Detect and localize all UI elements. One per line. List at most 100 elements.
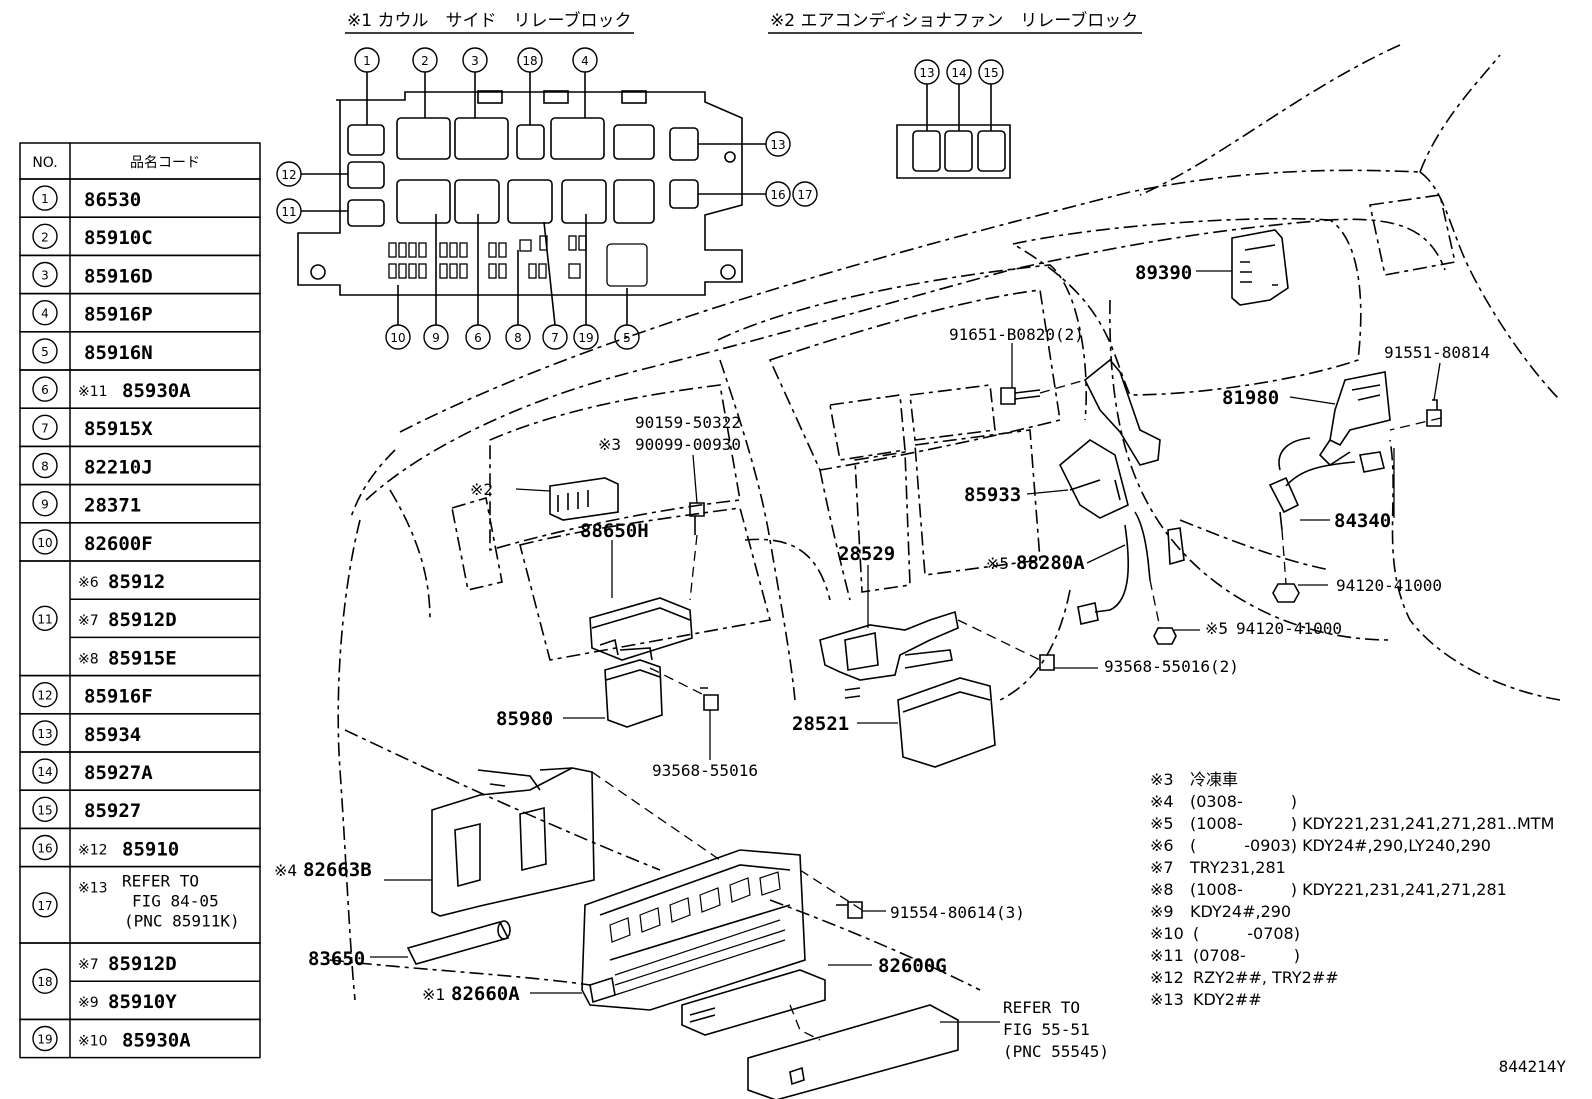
table-row: 14 85927A — [19, 751, 261, 791]
row-number: 18 — [37, 975, 52, 989]
svg-text:6: 6 — [474, 331, 482, 345]
row-code-line3: (PNC 85911K) — [124, 912, 240, 931]
row-code: 85912D — [108, 953, 177, 975]
label-94120-b: 94120-41000 — [1236, 619, 1342, 638]
assembly-lines — [591, 379, 1442, 1041]
label-85933: 85933 — [964, 484, 1021, 506]
callout-8: 8 — [505, 324, 531, 350]
label-90159: 90159-50322 — [635, 413, 741, 432]
row-code: 82210J — [84, 456, 153, 478]
row-number-circle — [32, 414, 58, 440]
label-83650: 83650 — [308, 948, 365, 970]
callout-16: 16 — [765, 181, 791, 207]
callout-17: 17 — [792, 181, 818, 207]
svg-text:10: 10 — [390, 331, 405, 345]
row-code: 85930A — [122, 1029, 191, 1051]
note-text: TRY231,281 — [1189, 858, 1286, 877]
figure-id: 844214Y — [1499, 1057, 1567, 1076]
row-code: 82600F — [84, 533, 153, 555]
part-labels: 89390 91651-B0820(2) 91551-80814 81980 8… — [274, 262, 1490, 1061]
row-mark: ※7 — [78, 957, 99, 973]
label-82660a: 82660A — [451, 983, 520, 1005]
row-number: 9 — [41, 498, 49, 512]
row-number-circle — [32, 892, 58, 918]
label-82600g: 82600G — [878, 955, 947, 977]
row-number: 16 — [37, 842, 52, 856]
svg-text:2: 2 — [421, 54, 429, 68]
callout-14: 14 — [946, 59, 972, 85]
svg-text:4: 4 — [581, 54, 589, 68]
label-28529: 28529 — [838, 543, 895, 565]
row-number: 1 — [41, 192, 49, 206]
row-code: 85910 — [122, 838, 179, 860]
svg-text:8: 8 — [514, 331, 522, 345]
row-number-circle — [32, 261, 58, 288]
row-number-circle — [32, 452, 58, 479]
leader-lines — [370, 270, 1441, 1023]
note-mark: ※8 — [1150, 880, 1174, 899]
note-text: 冷凍車 — [1190, 770, 1238, 789]
row-number: 6 — [41, 383, 49, 397]
row-code: 85915X — [84, 418, 153, 440]
note-text: KDY2## — [1193, 990, 1262, 1009]
row-number-circle — [32, 758, 58, 784]
note-text: ( -0708) — [1193, 924, 1300, 943]
callout-13: 13 — [765, 131, 791, 157]
aircon-relay-block — [896, 84, 1011, 179]
label-93568-2: 93568-55016(2) — [1104, 657, 1239, 676]
row-code: 85927 — [84, 800, 141, 822]
row-mark: ※13 — [78, 881, 108, 897]
note-mark: ※5 — [1150, 814, 1174, 833]
svg-text:17: 17 — [797, 188, 812, 202]
label-84340: 84340 — [1334, 510, 1391, 532]
row-number: 11 — [37, 612, 52, 626]
svg-text:7: 7 — [551, 331, 559, 345]
table-header-no: NO. — [32, 155, 57, 171]
note-mark: ※3 — [1150, 770, 1174, 789]
row-number: 5 — [41, 345, 49, 359]
row-number-circle — [32, 834, 58, 861]
row-number-circle — [32, 300, 58, 326]
row-code: 85915E — [108, 647, 177, 669]
refer-line-3: (PNC 55545) — [1003, 1042, 1109, 1061]
row-code: 28371 — [84, 495, 141, 517]
row-code: 85910C — [84, 227, 153, 249]
row-code: 85916F — [84, 686, 153, 708]
svg-text:12: 12 — [281, 168, 296, 182]
svg-text:9: 9 — [432, 331, 440, 345]
label-94120-a: 94120-41000 — [1336, 576, 1442, 595]
row-code: 85916D — [84, 265, 153, 287]
mark-82660a: ※1 — [422, 985, 445, 1004]
callout-19: 19 — [573, 324, 599, 350]
row-number: 19 — [37, 1033, 52, 1047]
row-mark: ※10 — [78, 1033, 108, 1049]
svg-text:3: 3 — [471, 54, 479, 68]
note-mark: ※6 — [1150, 836, 1174, 855]
row-number-circle — [32, 968, 58, 994]
table-row: 9 28371 — [19, 483, 261, 524]
row-mark: ※7 — [78, 613, 99, 629]
label-82663b: 82663B — [303, 859, 372, 881]
row-number: 14 — [37, 765, 52, 779]
note-mark: ※13 — [1150, 990, 1184, 1009]
refer-line-1: REFER TO — [1003, 998, 1080, 1017]
callout-4: 4 — [572, 47, 598, 73]
note-mark: ※12 — [1150, 968, 1184, 987]
svg-text:15: 15 — [983, 66, 998, 80]
row-number-circle — [32, 682, 58, 708]
mark-88280a: ※5 — [986, 554, 1009, 573]
mark-94120-b: ※5 — [1205, 619, 1228, 638]
row-code: 85927A — [84, 762, 153, 784]
row-number-circle — [32, 1025, 58, 1052]
